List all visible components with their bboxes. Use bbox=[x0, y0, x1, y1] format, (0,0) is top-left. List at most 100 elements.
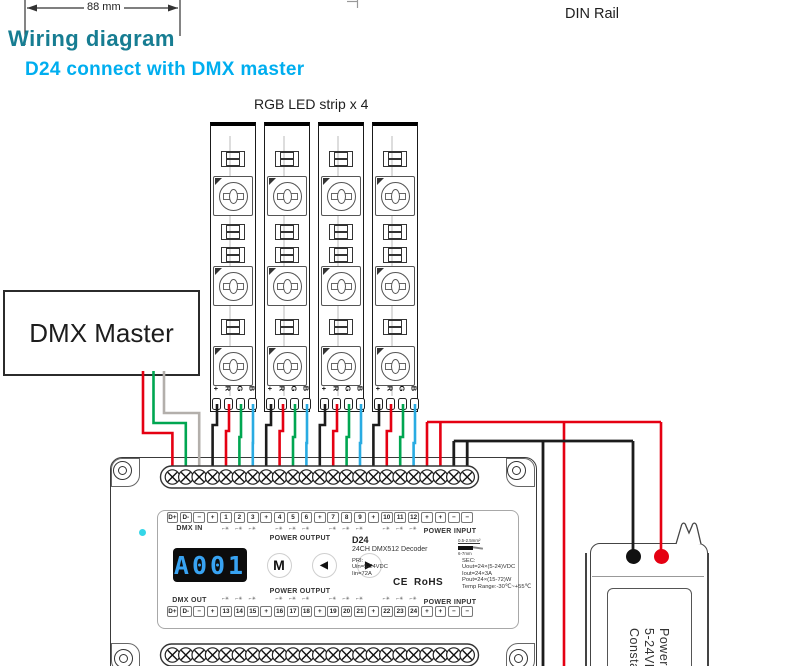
screw-hole-icon bbox=[119, 654, 128, 663]
wire-clamp-icon: ⌐✳ bbox=[302, 526, 310, 532]
screw-hole-icon bbox=[514, 654, 523, 663]
wire-strip-blue bbox=[305, 404, 309, 477]
smd-resistor-icon bbox=[275, 151, 299, 167]
wire-dmx-gray bbox=[162, 371, 201, 477]
screw-slot-icon bbox=[301, 649, 312, 661]
psu-cable-clamp bbox=[675, 522, 702, 545]
smd-led-icon bbox=[375, 266, 415, 306]
screw-slot-icon bbox=[220, 471, 232, 483]
wire-clamp-icon: ⌐✳ bbox=[289, 526, 297, 532]
wire-dmx-red bbox=[141, 371, 174, 477]
smd-resistor-icon bbox=[329, 224, 353, 240]
terminal-label: D+ bbox=[166, 605, 179, 617]
terminal-label: 22 bbox=[381, 605, 393, 617]
smd-resistor-icon bbox=[383, 224, 407, 240]
screw-slot-icon bbox=[167, 649, 178, 661]
terminal-label: 11 bbox=[394, 511, 406, 523]
smd-resistor-icon bbox=[221, 151, 245, 167]
screw-slot-icon bbox=[328, 471, 339, 483]
screw-slot-icon bbox=[462, 649, 473, 661]
wire-strip-green bbox=[398, 404, 405, 477]
wire-clamp-icon: ⌐✳ bbox=[235, 526, 243, 532]
screw-slot-icon bbox=[408, 649, 419, 661]
left-arrow-button[interactable]: ◀ bbox=[311, 552, 337, 578]
wire-clamp-icon: ⌐✳ bbox=[302, 596, 310, 602]
terminal-label: 21 bbox=[354, 605, 366, 617]
wire-power-plus-bus bbox=[425, 420, 663, 666]
wire-clamp-icon: ⌐✳ bbox=[275, 526, 283, 532]
screw-slot-icon bbox=[421, 471, 433, 483]
wire-clamp-icon: ⌐✳ bbox=[356, 596, 364, 602]
screw-slot-icon bbox=[435, 649, 446, 661]
screw-slot-icon bbox=[301, 471, 312, 483]
screw-hole-icon bbox=[512, 466, 521, 475]
smd-led-icon bbox=[375, 346, 415, 386]
terminal-label: 19 bbox=[327, 605, 339, 617]
psu-label: Power supply 5-24VDC Constant voltage bbox=[627, 628, 671, 666]
psu-plus-terminal bbox=[653, 548, 669, 564]
wire-strip-black bbox=[318, 404, 327, 477]
terminal-label: + bbox=[367, 605, 380, 617]
right-arrow-button[interactable]: ▶ bbox=[356, 552, 382, 578]
screw-slot-icon bbox=[435, 471, 446, 483]
terminal-label: D- bbox=[180, 511, 192, 523]
terminal-label: + bbox=[260, 605, 272, 617]
terminal-label: + bbox=[421, 605, 433, 617]
terminal-label: 23 bbox=[394, 605, 406, 617]
din-rail-label: DIN Rail bbox=[565, 6, 619, 22]
screw-slot-icon bbox=[328, 649, 339, 661]
smd-led-icon bbox=[375, 176, 415, 216]
smd-resistor-icon bbox=[383, 247, 407, 263]
screw-hole-icon bbox=[507, 461, 526, 480]
screw-slot-icon bbox=[194, 649, 205, 661]
ce-mark: CE bbox=[393, 577, 408, 588]
screw-slot-icon bbox=[274, 649, 285, 661]
screw-slot-icon bbox=[341, 471, 352, 483]
wire-clamp-icon: ⌐✳ bbox=[235, 596, 243, 602]
terminal-label: + bbox=[367, 511, 380, 523]
psu-divider bbox=[592, 576, 704, 577]
dmx-master-label: DMX Master bbox=[29, 317, 174, 348]
smd-led-icon bbox=[267, 346, 307, 386]
mode-button[interactable]: M bbox=[266, 552, 292, 578]
psu-rail-left bbox=[585, 553, 587, 666]
wire-strip-green bbox=[238, 404, 243, 477]
screw-slot-icon bbox=[314, 471, 325, 483]
terminal-label: − bbox=[461, 605, 473, 617]
screw-slot-icon bbox=[395, 649, 406, 661]
power-output-label-bottom: POWER OUTPUT bbox=[269, 588, 331, 595]
screw-slot-icon bbox=[368, 471, 379, 483]
address-display: A001 bbox=[173, 548, 247, 582]
screw-hole-icon bbox=[113, 461, 132, 480]
wire-clamp-icon: ⌐✳ bbox=[329, 526, 337, 532]
wire-clamp-icon: ⌐✳ bbox=[329, 596, 337, 602]
screw-slot-icon bbox=[247, 471, 258, 483]
wire-strip-green bbox=[345, 404, 351, 477]
screw-slot-icon bbox=[247, 649, 258, 661]
smd-led-icon bbox=[213, 346, 253, 386]
wire-strip-red bbox=[331, 404, 339, 477]
terminal-label: 15 bbox=[247, 605, 259, 617]
wire-strip-red bbox=[385, 404, 393, 477]
smd-resistor-icon bbox=[221, 247, 245, 263]
smd-led-icon bbox=[321, 346, 361, 386]
screw-slot-icon bbox=[354, 649, 366, 661]
wire-clamp-icon: ⌐✳ bbox=[409, 596, 417, 602]
dmx-out-label: DMX OUT bbox=[172, 597, 207, 604]
smd-resistor-icon bbox=[275, 224, 299, 240]
wire-clamp-icon: ⌐✳ bbox=[222, 526, 230, 532]
psu-minus-terminal bbox=[625, 548, 641, 564]
status-led bbox=[139, 529, 146, 536]
terminal-label: 6 bbox=[300, 511, 313, 523]
screw-slot-icon bbox=[421, 649, 433, 661]
terminal-label: 20 bbox=[340, 605, 353, 617]
terminal-label: 5 bbox=[287, 511, 299, 523]
led-strip-group-label: RGB LED strip x 4 bbox=[254, 96, 369, 112]
terminal-label: + bbox=[206, 511, 219, 523]
screw-hole-icon bbox=[114, 649, 133, 666]
terminal-label: − bbox=[193, 511, 205, 523]
smd-resistor-icon bbox=[221, 224, 245, 240]
